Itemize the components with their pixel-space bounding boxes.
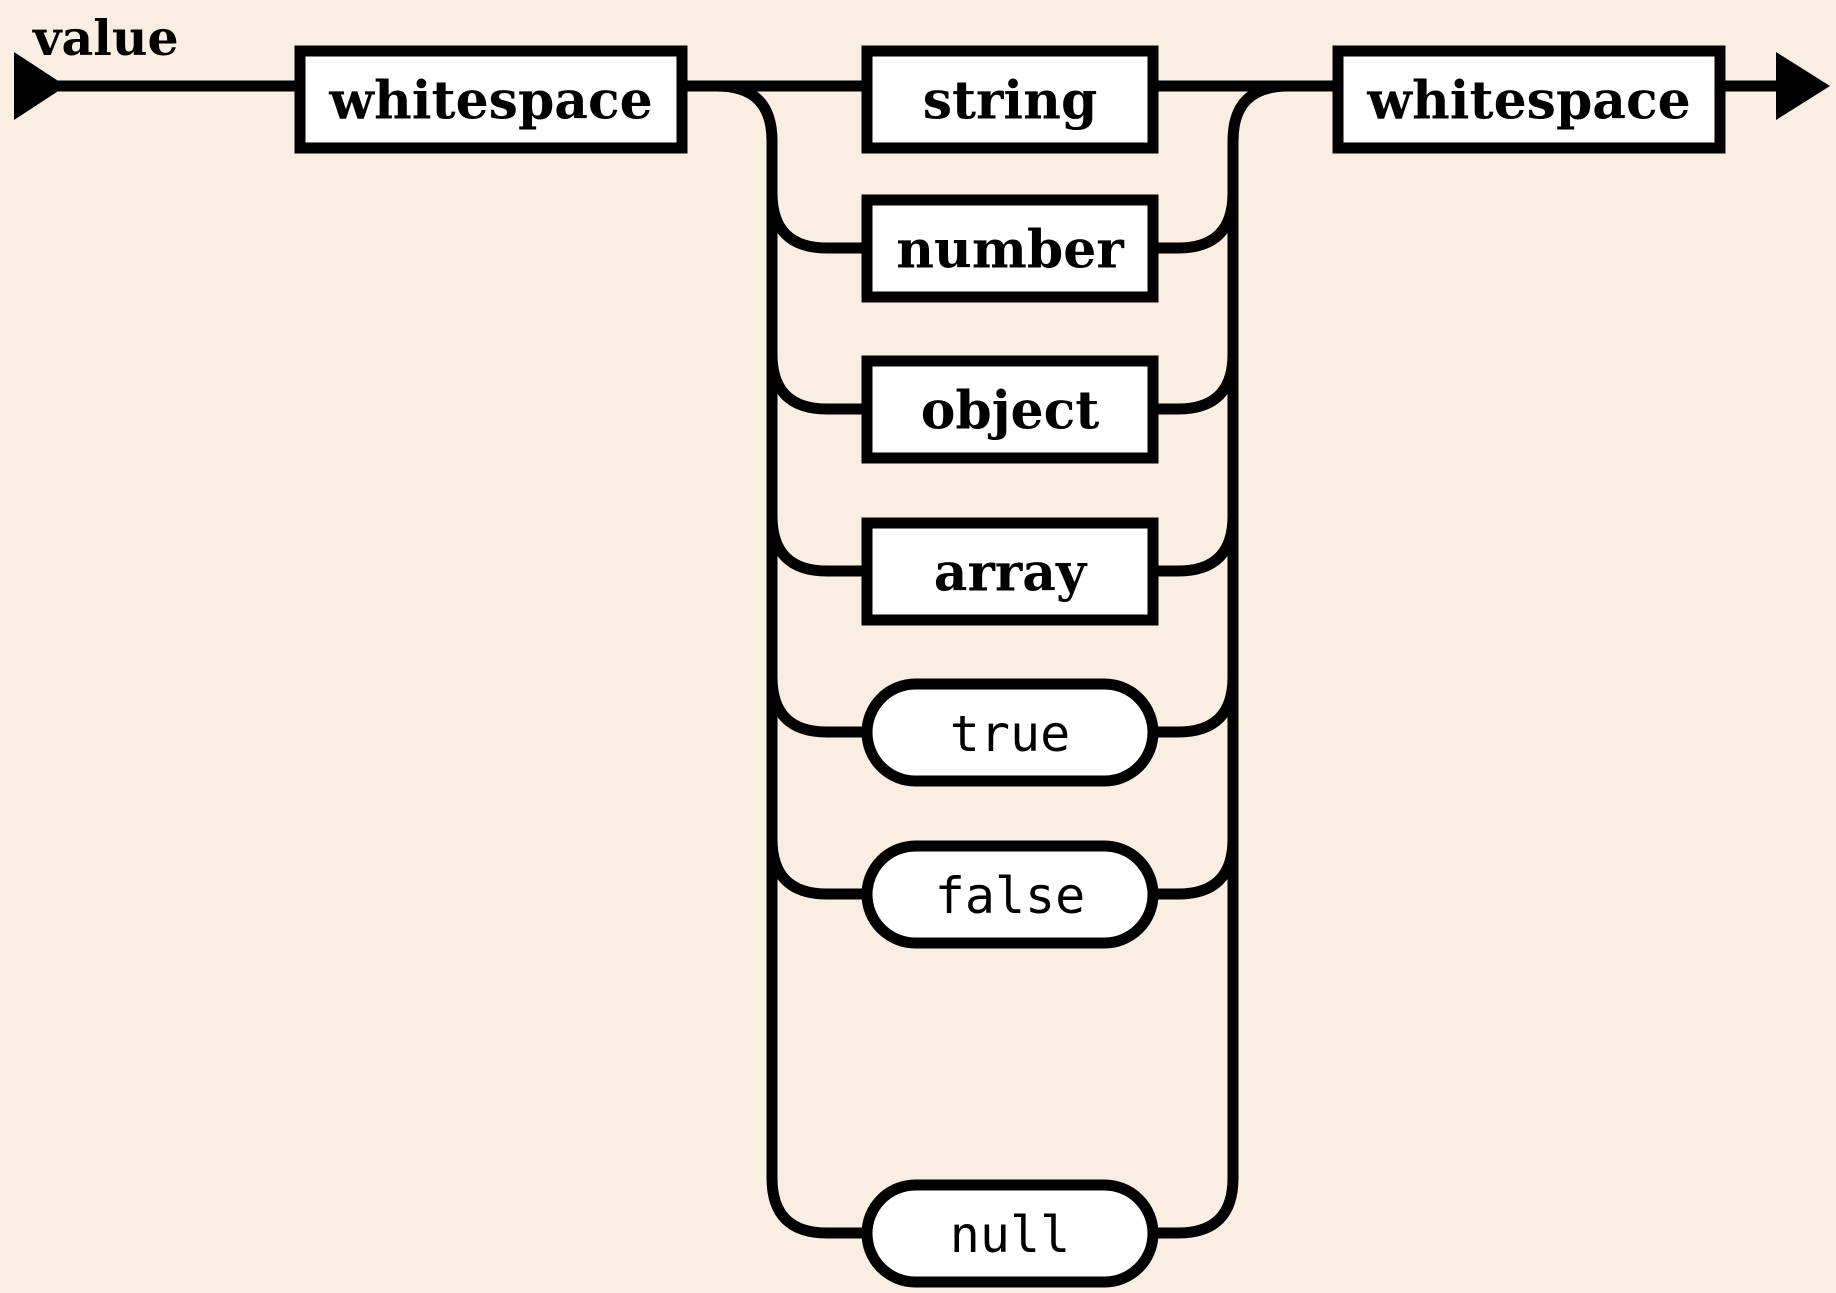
string-label: string [923, 71, 1098, 132]
whitespace-right-box[interactable] [1332, 45, 1726, 154]
right-arrow-icon [1776, 52, 1830, 120]
node-number[interactable]: number [861, 194, 1159, 303]
whitespace-right-label: whitespace [1366, 71, 1691, 132]
rail-right-branch-number [1153, 192, 1239, 254]
rail-right-branch-array [1153, 515, 1239, 577]
null-pill[interactable] [861, 1179, 1159, 1288]
true-label: true [950, 705, 1070, 763]
rail-right-branch-true [1153, 676, 1239, 738]
node-object[interactable]: object [861, 355, 1159, 464]
whitespace-left-box[interactable] [294, 45, 688, 154]
number-box[interactable] [861, 194, 1159, 303]
rail-left-branch-number [766, 192, 867, 254]
node-null[interactable]: null [861, 1179, 1159, 1288]
rail-left-vertical [716, 80, 828, 1239]
rail-left-branch-array [766, 515, 867, 577]
node-true[interactable]: true [861, 678, 1159, 787]
array-label: array [934, 543, 1088, 604]
rail-right-vertical [1177, 80, 1289, 1239]
node-string[interactable]: string [861, 45, 1159, 154]
false-pill[interactable] [861, 840, 1159, 949]
object-box[interactable] [861, 355, 1159, 464]
node-whitespace-left[interactable]: whitespace [294, 45, 688, 154]
null-label: null [950, 1206, 1070, 1264]
true-pill[interactable] [861, 678, 1159, 787]
false-label: false [935, 867, 1086, 925]
rail-right-branch-object [1153, 353, 1239, 415]
left-arrow-icon [14, 52, 66, 120]
rail-left-branch-true [766, 676, 867, 738]
node-array[interactable]: array [861, 517, 1159, 626]
node-whitespace-right[interactable]: whitespace [1332, 45, 1726, 154]
whitespace-left-label: whitespace [328, 71, 653, 132]
node-false[interactable]: false [861, 840, 1159, 949]
object-label: object [921, 381, 1100, 442]
rail-left-branch-false [766, 838, 867, 900]
string-box[interactable] [861, 45, 1159, 154]
number-label: number [896, 220, 1124, 281]
rail-left-branch-object [766, 353, 867, 415]
rail-right-branch-false [1153, 838, 1239, 900]
array-box[interactable] [861, 517, 1159, 626]
diagram-title: value [32, 9, 179, 67]
